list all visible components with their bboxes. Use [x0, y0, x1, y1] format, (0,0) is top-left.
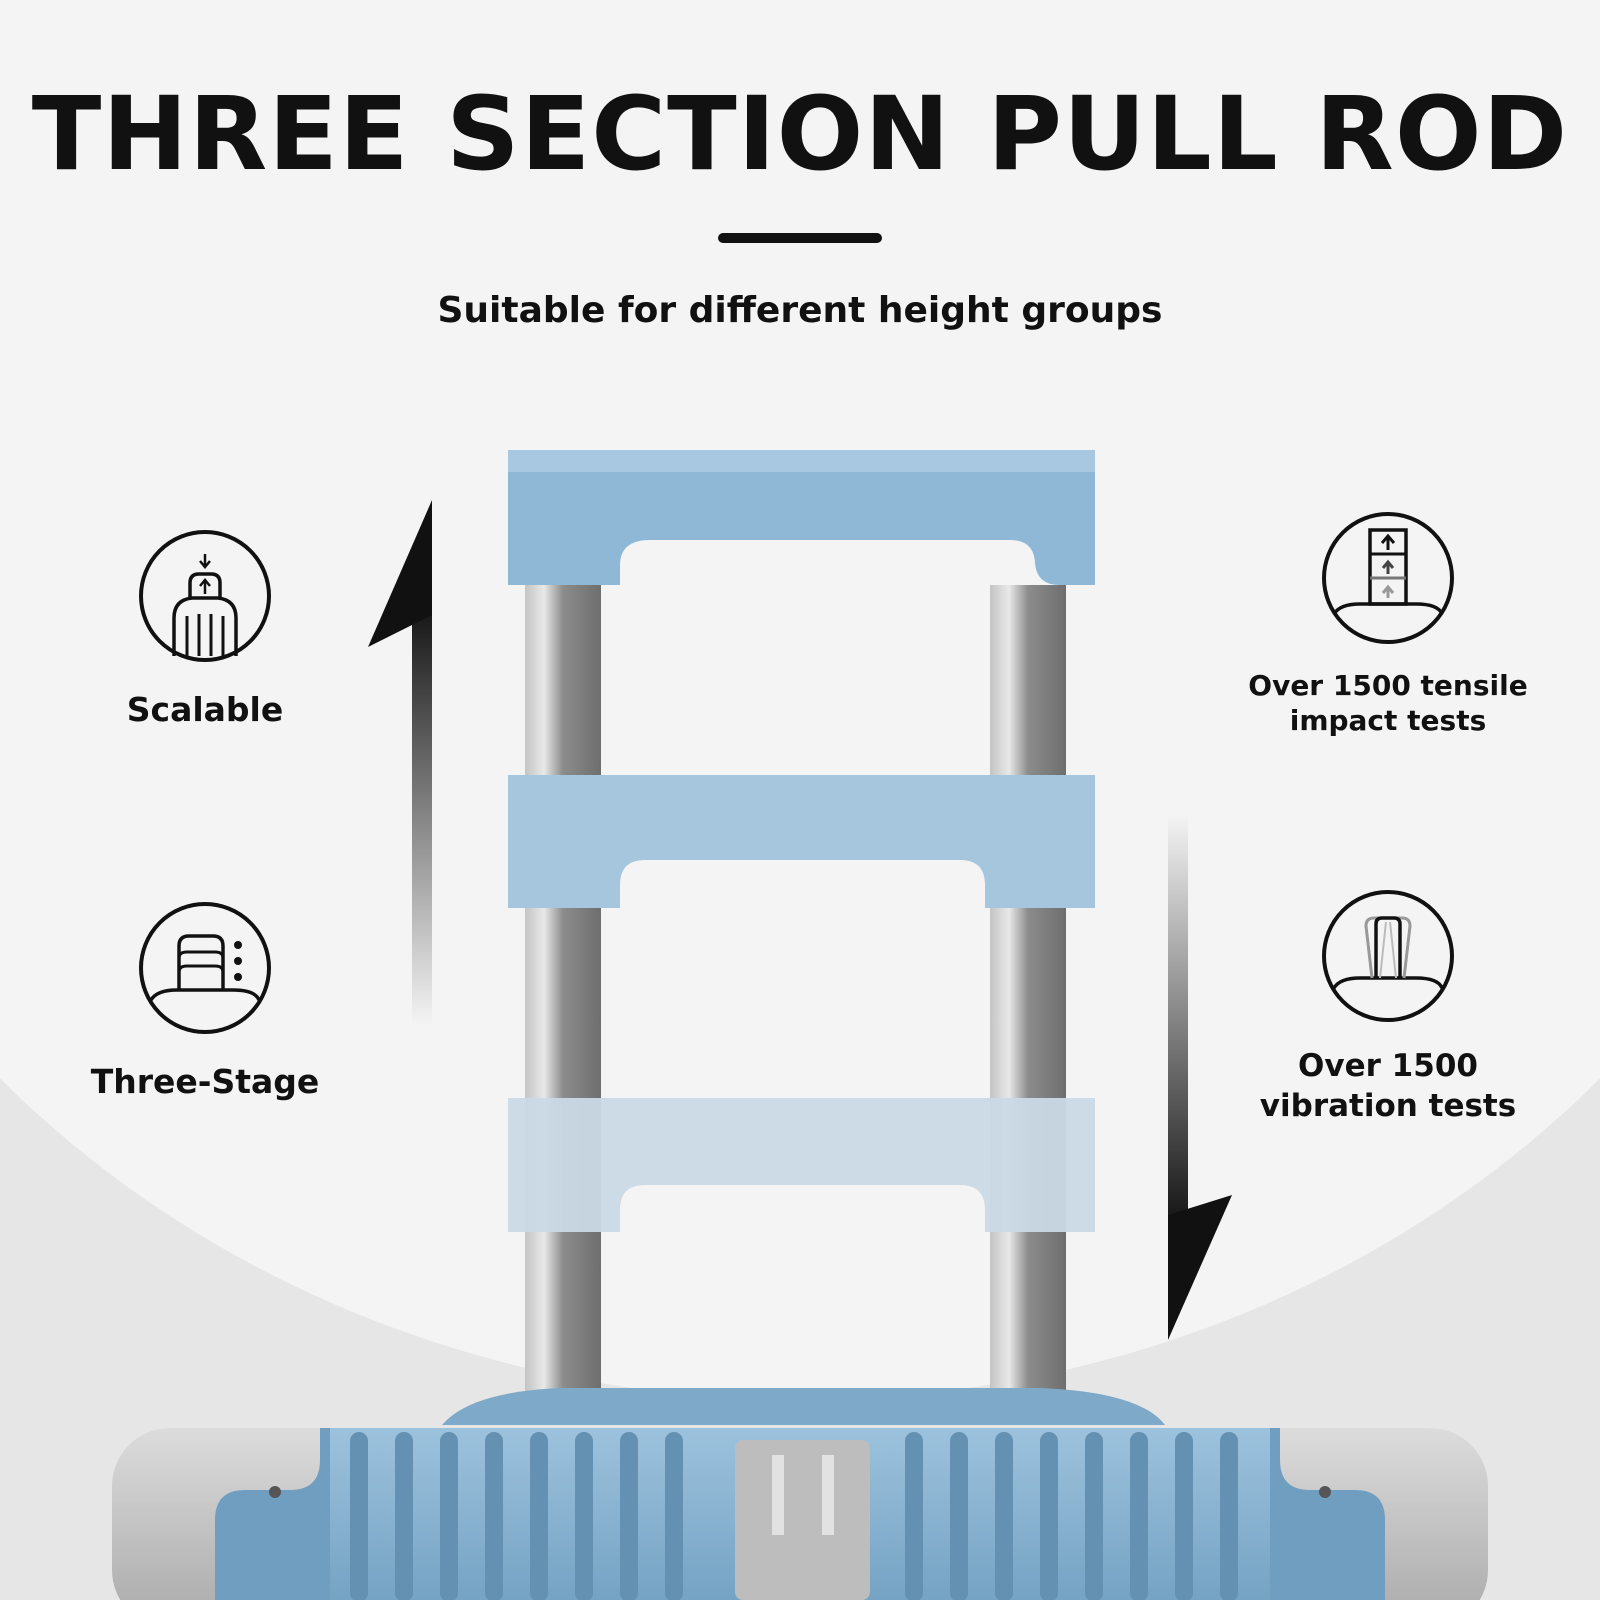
vibration-test-icon: [1322, 890, 1454, 1022]
handle-mid: [508, 775, 1095, 908]
feature-three-stage-label: Three-Stage: [90, 1062, 320, 1101]
feature-vibration-tests: Over 1500 vibration tests: [1238, 888, 1538, 1126]
title-divider: [718, 233, 882, 243]
suitcase-body: [112, 1388, 1488, 1600]
tensile-test-icon: [1322, 512, 1454, 644]
handle-top: [508, 450, 1095, 585]
feature-tensile-tests: Over 1500 tensile impact tests: [1238, 510, 1538, 738]
page-title: THREE SECTION PULL ROD: [31, 75, 1569, 194]
feature-scalable: Scalable: [100, 528, 310, 729]
page-subtitle: Suitable for different height groups: [437, 290, 1163, 331]
handle-low: [508, 1098, 1095, 1232]
down-arrow-icon: [1168, 815, 1232, 1340]
feature-vibration-label: Over 1500 vibration tests: [1259, 1048, 1517, 1124]
feature-tensile-label: Over 1500 tensile impact tests: [1248, 669, 1528, 737]
three-stage-handle-icon: [139, 902, 271, 1034]
up-arrow-icon: [368, 500, 432, 1025]
pull-rods: [525, 585, 1066, 1410]
feature-scalable-label: Scalable: [126, 690, 284, 729]
telescopic-handle-icon: [139, 530, 271, 662]
feature-three-stage: Three-Stage: [70, 900, 340, 1101]
